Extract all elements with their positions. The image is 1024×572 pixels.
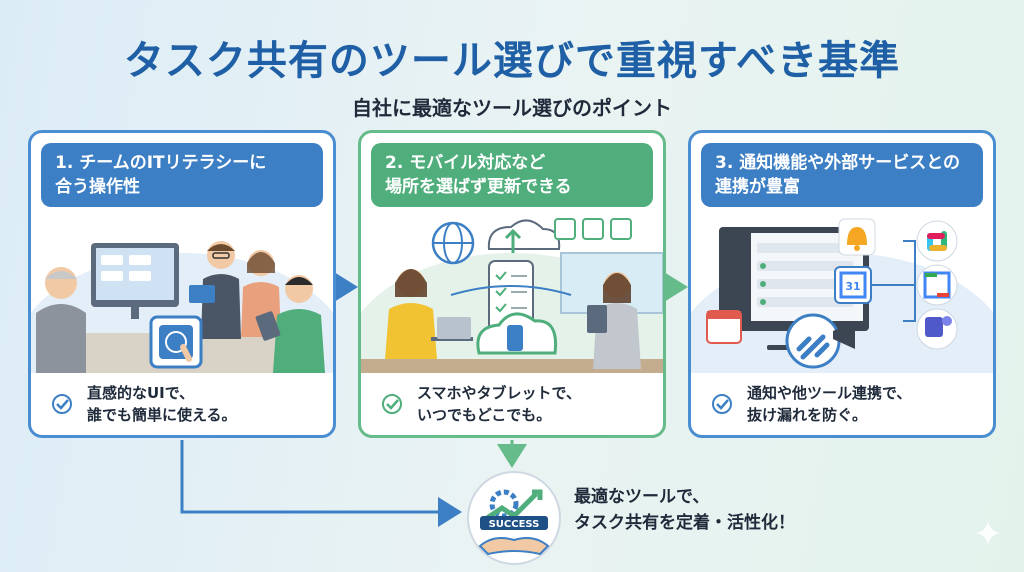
- card-mobile: 2. モバイル対応など 場所を選ばず更新できる スマホや: [358, 130, 666, 438]
- integrations-illustration: 31: [691, 218, 993, 373]
- card-heading-line2: 場所を選ばず更新できる: [385, 177, 572, 197]
- calendar-number: 31: [845, 280, 860, 293]
- chain-link-icon: [785, 313, 841, 369]
- check-circle-icon: [52, 394, 72, 414]
- cloud-upload-icon: [487, 219, 561, 253]
- conclusion-text: 最適なツールで、 タスク共有を定着・活性化！: [574, 484, 795, 536]
- globe-icon: [431, 221, 475, 265]
- page-title: タスク共有のツール選びで重視すべき基準: [123, 38, 901, 84]
- page-subtitle: 自社に最適なツール選びのポイント: [352, 96, 672, 120]
- sparkle-icon: [976, 521, 1000, 545]
- calendar-app-icon-right: [916, 264, 958, 306]
- cloud-phone-icon: [476, 312, 558, 355]
- check-circle-icon: [712, 394, 732, 414]
- card-header: 1. チームのITリテラシーに 合う操作性: [41, 143, 323, 207]
- card-footer-line2: いつでもどこでも。: [417, 406, 552, 424]
- card-footer-line2: 誰でも簡単に使える。: [87, 406, 237, 424]
- card-header: 3. 通知機能や外部サービスとの 連携が豊富: [701, 143, 983, 207]
- card-heading-line1: 3. 通知機能や外部サービスとの: [715, 153, 961, 173]
- conclusion-line1: 最適なツールで、: [574, 487, 710, 507]
- card-header: 2. モバイル対応など 場所を選ばず更新できる: [371, 143, 653, 207]
- arrow-card1-to-success: [180, 440, 462, 527]
- card-heading-line1: 2. モバイル対応など: [385, 153, 546, 173]
- bell-icon: [838, 218, 876, 256]
- card-footer-line1: 通知や他ツール連携で、: [747, 384, 912, 402]
- card-footer: 直感的なUIで、 誰でも簡単に使える。: [31, 373, 333, 435]
- card-integrations: 3. 通知機能や外部サービスとの 連携が豊富 31 通知や: [688, 130, 996, 438]
- card-footer: スマホやタブレットで、 いつでもどこでも。: [361, 373, 663, 435]
- growth-arrow-icon: [482, 492, 538, 523]
- card-footer: 通知や他ツール連携で、 抜け漏れを防ぐ。: [691, 373, 993, 435]
- success-handshake-icon: SUCCESS: [467, 471, 561, 565]
- mobile-work-illustration: [361, 218, 663, 373]
- card-footer-line2: 抜け漏れを防ぐ。: [747, 406, 868, 424]
- success-label: SUCCESS: [489, 519, 540, 530]
- conclusion-line2: タスク共有を定着・活性化！: [574, 513, 795, 533]
- card-operability: 1. チームのITリテラシーに 合う操作性 直感的なUI: [28, 130, 336, 438]
- card-heading-line2: 合う操作性: [55, 177, 140, 197]
- handshake-icon: [478, 537, 550, 556]
- card-heading-line1: 1. チームのITリテラシーに: [55, 153, 267, 173]
- office-team-illustration: [31, 241, 333, 373]
- card-footer-line1: スマホやタブレットで、: [417, 384, 581, 402]
- check-circle-icon: [382, 394, 402, 414]
- slack-icon: [916, 220, 958, 262]
- card-heading-line2: 連携が豊富: [715, 177, 800, 197]
- small-calendar-icon: [706, 310, 742, 344]
- card-footer-line1: 直感的なUIで、: [87, 384, 195, 402]
- calendar-app-icon: 31: [834, 266, 872, 304]
- teams-icon: [916, 308, 958, 350]
